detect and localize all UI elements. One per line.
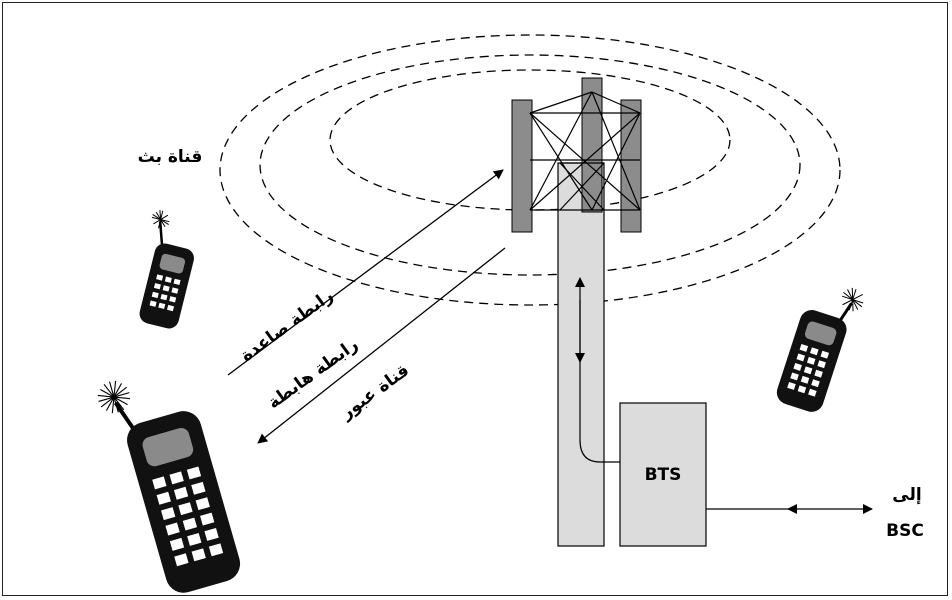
broadcast-channel-label: قناة بث	[138, 147, 203, 167]
bts-label: BTS	[645, 465, 682, 485]
coverage-ring-middle	[259, 54, 801, 276]
signal-burst-icon	[842, 287, 864, 312]
coverage-rings	[219, 34, 841, 306]
tower-mast	[557, 162, 605, 547]
signal-burst-icon	[151, 210, 170, 230]
downlink-arrow	[257, 247, 506, 444]
bts-box	[619, 402, 707, 547]
mobile-phone-icon	[139, 210, 194, 329]
mobile-phone-icon	[776, 287, 864, 412]
signal-burst-icon	[97, 380, 131, 414]
to-label: إلى	[892, 485, 921, 505]
tower-lattice	[529, 91, 641, 211]
mobile-phone-icon	[97, 380, 241, 593]
traffic-channel-label: قناة عبور	[336, 361, 413, 424]
uplink-arrow	[227, 169, 504, 376]
antenna-panel-left	[511, 99, 533, 233]
antenna-tower-icon	[511, 77, 642, 233]
coverage-ring-outer	[219, 34, 841, 306]
coverage-ring-inner	[329, 69, 731, 211]
antenna-panel-center	[581, 77, 603, 213]
feeder-cable	[579, 300, 622, 463]
bsc-label: BSC	[886, 521, 924, 541]
antenna-panel-right	[620, 99, 642, 233]
